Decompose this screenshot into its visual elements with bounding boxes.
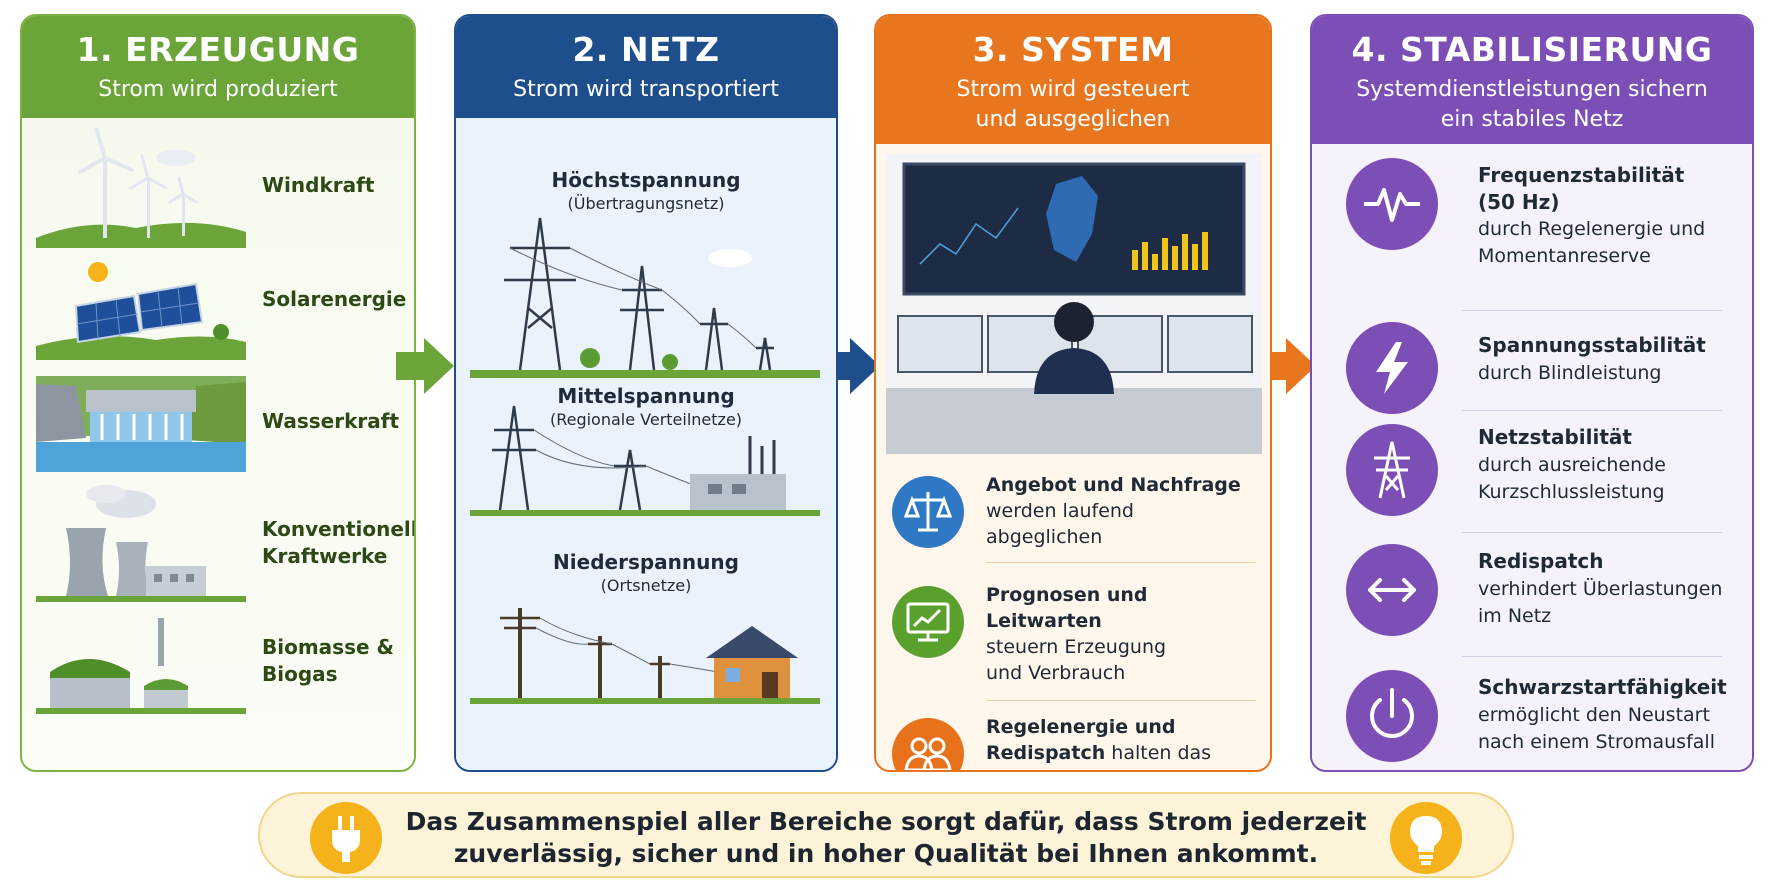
net-level-title: Höchstspannung	[551, 168, 741, 192]
arrow-right-green-icon	[396, 338, 454, 394]
gen-label: Wasserkraft	[262, 409, 400, 433]
arrows-icon	[1346, 544, 1438, 636]
stab-item-spannung: Spannungsstabilität durch Blindleistung	[1332, 318, 1736, 428]
hydro-dam-icon	[36, 376, 246, 472]
column-subtitle: Strom wird gesteuert und ausgeglichen	[956, 77, 1190, 132]
stab-item-title: Schwarzstartfähigkeit	[1478, 675, 1727, 699]
column-header: 4. STABILISIERUNG Systemdienstleistungen…	[1312, 16, 1752, 144]
control-room-illustration	[886, 154, 1262, 454]
footer-banner: Das Zusammenspiel aller Bereiche sorgt d…	[258, 792, 1514, 878]
pylon-icon	[1346, 424, 1438, 516]
stab-item-title: Redispatch	[1478, 549, 1604, 573]
net-level-title: Mittelspannung	[557, 384, 735, 408]
column-title: 4. STABILISIERUNG	[1351, 30, 1713, 69]
column-body: Frequenzstabilität(50 Hz) durch Regelene…	[1312, 144, 1752, 770]
gen-label: Windkraft	[262, 173, 375, 197]
scales-icon	[892, 476, 964, 548]
power-plant-icon	[36, 485, 246, 602]
power-icon	[1346, 670, 1438, 762]
stab-item-schwarzstart: Schwarzstartfähigkeit ermöglicht den Neu…	[1332, 664, 1736, 770]
gen-item-windkraft: Windkraft	[22, 128, 414, 248]
gen-item-solarenergie: Solarenergie	[22, 250, 414, 370]
net-level-sub: (Ortsnetze)	[600, 576, 692, 595]
column-header: 2. NETZ Strom wird transportiert	[456, 16, 836, 118]
plug-icon	[310, 802, 382, 874]
biogas-plant-icon	[36, 618, 246, 714]
divider	[1462, 310, 1722, 311]
stab-item-title: Frequenzstabilität(50 Hz)	[1478, 163, 1685, 214]
wind-turbine-icon	[36, 128, 246, 248]
net-level-sub: (Regionale Verteilnetze)	[549, 410, 743, 429]
column-subtitle: Strom wird transportiert	[513, 77, 779, 102]
gen-label: Biomasse &Biogas	[262, 635, 394, 686]
solar-panel-icon	[36, 262, 246, 360]
column-title: 2. NETZ	[572, 30, 720, 69]
divider	[1462, 656, 1722, 657]
high-voltage-pylon-icon	[470, 217, 820, 378]
column-erzeugung: 1. ERZEUGUNG Strom wird produziert Windk…	[20, 14, 416, 772]
column-subtitle: Strom wird produziert	[98, 77, 338, 102]
divider	[986, 700, 1256, 701]
divider	[1462, 532, 1722, 533]
column-stabilisierung: 4. STABILISIERUNG Systemdienstleistungen…	[1310, 14, 1754, 772]
people-icon	[892, 718, 964, 770]
pulse-icon	[1346, 158, 1438, 250]
column-header: 1. ERZEUGUNG Strom wird produziert	[22, 16, 414, 118]
column-header: 3. SYSTEM Strom wird gesteuert und ausge…	[876, 16, 1270, 144]
lightning-icon	[1346, 322, 1438, 414]
gen-item-wasserkraft: Wasserkraft	[22, 366, 414, 486]
low-voltage-pole-icon	[470, 608, 820, 704]
stab-item-title: Spannungsstabilität	[1478, 333, 1706, 357]
gen-item-biomasse: Biomasse &Biogas	[22, 608, 414, 728]
divider	[986, 562, 1256, 563]
footer-text: Das Zusammenspiel aller Bereiche sorgt d…	[405, 807, 1367, 868]
arrow-right-orange-icon	[1258, 338, 1316, 394]
divider	[1462, 410, 1722, 411]
net-level-sub: (Übertragungsnetz)	[567, 194, 725, 213]
column-subtitle: Systemdienstleistungen sichern ein stabi…	[1356, 77, 1708, 132]
gen-label: Solarenergie	[262, 287, 407, 311]
monitor-chart-icon	[892, 586, 964, 658]
stab-item-frequenz: Frequenzstabilität(50 Hz) durch Regelene…	[1332, 154, 1736, 267]
column-body: Windkraft Solarenergie	[22, 118, 414, 770]
column-body: Höchstspannung (Übertragungsnetz) Mittel…	[456, 118, 836, 770]
column-system: 3. SYSTEM Strom wird gesteuert und ausge…	[874, 14, 1272, 772]
column-netz: 2. NETZ Strom wird transportiert Höchsts…	[454, 14, 838, 772]
column-title: 3. SYSTEM	[972, 30, 1174, 69]
lightbulb-icon	[1390, 802, 1462, 874]
column-title: 1. ERZEUGUNG	[76, 30, 360, 69]
medium-voltage-pylon-icon	[470, 405, 820, 516]
stab-item-title: Netzstabilität	[1478, 425, 1632, 449]
net-level-title: Niederspannung	[553, 550, 739, 574]
stab-item-desc: durch Blindleistung	[1478, 362, 1662, 384]
